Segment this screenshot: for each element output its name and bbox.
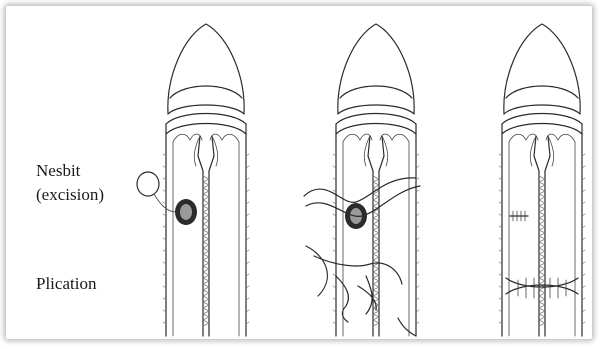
suture-lower-left <box>306 246 327 296</box>
suture-lower-right <box>366 276 372 314</box>
panel-result <box>499 24 585 336</box>
illustration <box>6 6 592 339</box>
suture-upper <box>304 178 416 203</box>
panel-nesbit <box>137 24 249 336</box>
figure-frame: Nesbit (excision) Plication <box>6 6 592 339</box>
panel-plication <box>304 24 420 336</box>
excised-tissue <box>137 172 159 196</box>
